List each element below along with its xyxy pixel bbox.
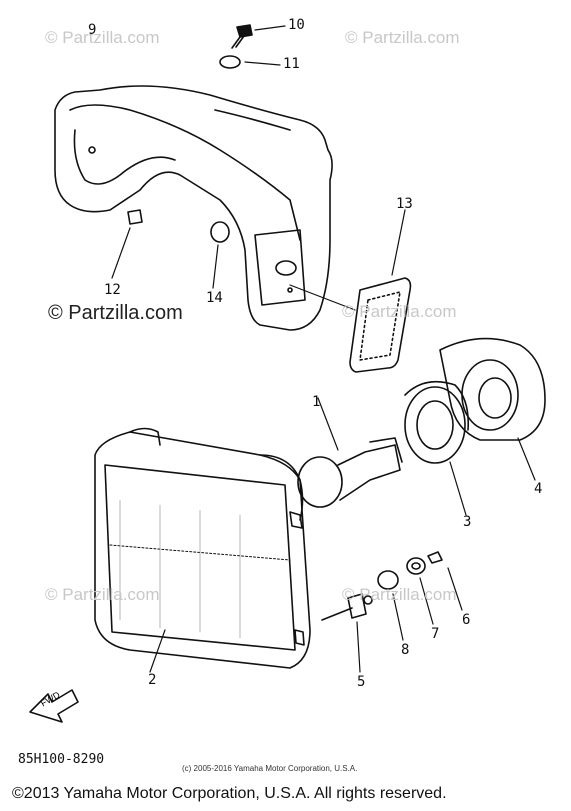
part-14-grommet xyxy=(210,221,230,289)
part-3-socket xyxy=(404,380,470,516)
callout-4: 4 xyxy=(534,481,543,497)
watermark: © Partzilla.com xyxy=(45,28,160,47)
watermark: © Partzilla.com xyxy=(45,585,160,604)
diagram-code: 85H100-8290 xyxy=(18,752,105,767)
fwd-arrow-icon xyxy=(29,689,79,723)
copyright-small: (c) 2005-2016 Yamaha Motor Corporation, … xyxy=(182,764,358,773)
callout-8: 8 xyxy=(401,642,410,658)
part-13-reflector xyxy=(289,209,412,373)
callout-9: 9 xyxy=(88,22,97,38)
callout-2: 2 xyxy=(148,672,157,688)
callout-5: 5 xyxy=(357,674,366,690)
part-8-spacer xyxy=(377,570,404,641)
part-6-clip xyxy=(427,551,463,611)
watermark: © Partzilla.com xyxy=(48,302,183,324)
part-5-adjuster xyxy=(321,593,373,673)
part-7-nut xyxy=(406,557,434,625)
callout-1: 1 xyxy=(312,394,321,410)
part-11-washer xyxy=(219,55,281,69)
watermark: © Partzilla.com xyxy=(342,585,457,604)
callout-10: 10 xyxy=(288,17,305,33)
callout-11: 11 xyxy=(283,56,300,72)
callout-12: 12 xyxy=(104,282,121,298)
part-9-headlight-housing xyxy=(54,85,333,331)
part-2-headlight-unit xyxy=(94,427,311,673)
part-1-bulb xyxy=(297,397,403,508)
part-10-screw xyxy=(231,24,286,49)
watermark: © Partzilla.com xyxy=(345,28,460,47)
callout-3: 3 xyxy=(463,514,472,530)
callout-14: 14 xyxy=(206,290,223,306)
callout-13: 13 xyxy=(396,196,413,212)
part-12-grommet xyxy=(111,209,143,279)
watermark: © Partzilla.com xyxy=(342,302,457,321)
part-4-socket-cover xyxy=(439,337,546,481)
copyright-main: ©2013 Yamaha Motor Corporation, U.S.A. A… xyxy=(12,785,447,802)
callout-6: 6 xyxy=(462,612,471,628)
callout-7: 7 xyxy=(431,626,440,642)
